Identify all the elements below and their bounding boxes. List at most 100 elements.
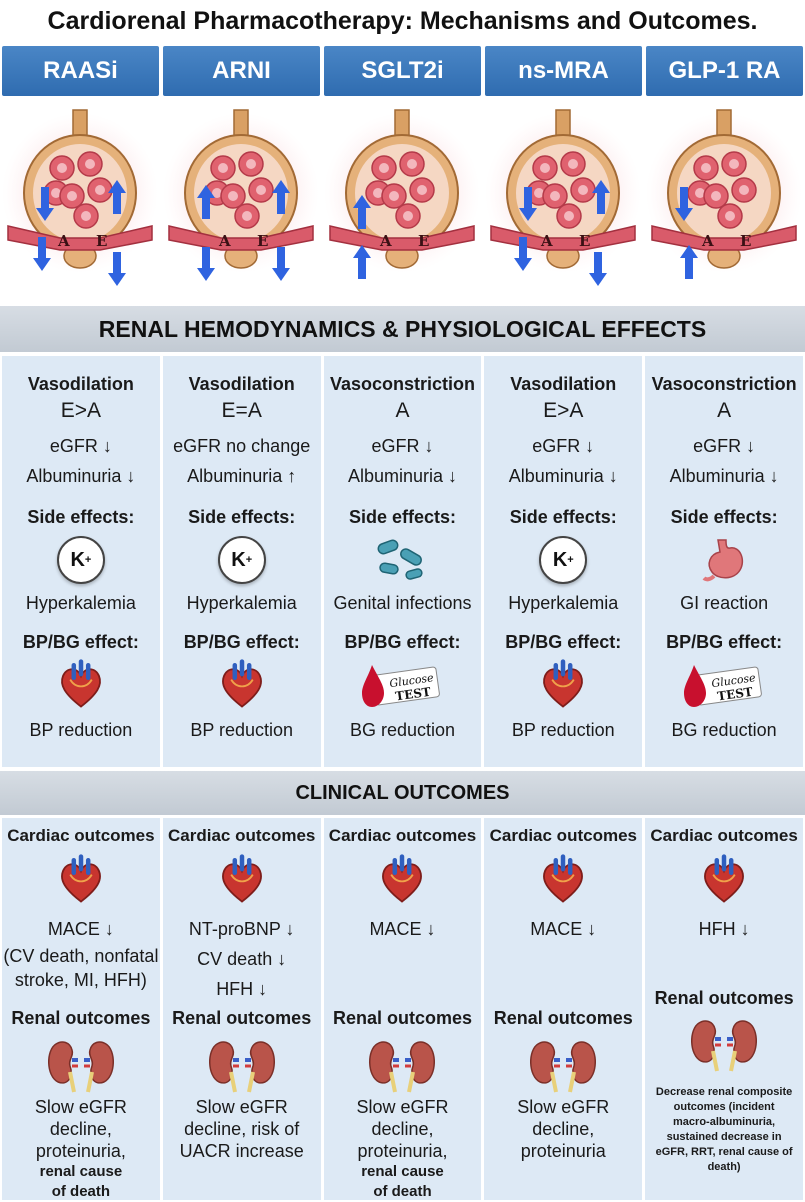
cardiac-outcomes-label: Cardiac outcomes <box>7 826 155 845</box>
egfr-effect: eGFR ↓ <box>532 436 595 456</box>
kidney-icon-box <box>689 1015 759 1073</box>
section-banner-outcomes: CLINICAL OUTCOMES <box>0 771 805 815</box>
bp-bg-icon-box <box>536 657 590 713</box>
kidney-icon-box <box>324 1036 482 1094</box>
renal-outcome-detail: death) <box>707 1161 741 1173</box>
arteriole-effect: A <box>395 399 410 422</box>
cardiac-outcomes-list: NT-proBNP ↓CV death ↓HFH ↓ <box>189 914 295 1004</box>
bp-bg-icon-box <box>54 657 108 713</box>
renal-outcomes-label: Renal outcomes <box>654 988 794 1008</box>
potassium-icon: K+ <box>217 536 266 584</box>
side-effect-icon-box: K+ <box>539 534 588 586</box>
side-effect-icon-box <box>700 534 748 586</box>
side-effect-text: Hyperkalemia <box>25 593 136 613</box>
test-text: TEST <box>716 685 753 704</box>
flow-arrow-icon <box>108 180 126 214</box>
renal-outcomes-label: Renal outcomes <box>11 1008 151 1028</box>
flow-arrow-icon <box>680 245 698 279</box>
potassium-symbol: K <box>231 548 246 571</box>
egfr-effect: eGFR ↓ <box>371 436 434 456</box>
side-effects-label: Side effects: <box>509 507 617 527</box>
potassium-icon: K+ <box>56 536 105 584</box>
flow-arrow-icon <box>197 247 215 281</box>
cardiac-outcomes-label: Cardiac outcomes <box>328 826 477 845</box>
potassium-symbol: K <box>70 548 85 571</box>
potassium-symbol: K <box>552 548 568 571</box>
arteriole-effect: E=A <box>221 399 262 422</box>
arteriole-effect: E>A <box>60 399 102 422</box>
renal-outcome-line: Slow eGFR <box>517 1097 610 1117</box>
afferent-label: A <box>379 232 392 250</box>
side-effects-label: Side effects: <box>27 507 135 527</box>
flow-arrow-icon <box>353 245 371 279</box>
side-effect-text: Genital infections <box>333 593 472 613</box>
flow-arrow-icon <box>514 237 532 271</box>
drug-header-glp1ra: GLP-1 RA <box>646 46 803 96</box>
flow-arrow-icon <box>592 180 610 214</box>
renal-outcome-line: proteinuria, <box>35 1141 126 1161</box>
cardiac-outcomes-list: MACE ↓ <box>369 914 435 944</box>
albuminuria-effect: Albuminuria ↓ <box>669 466 779 486</box>
flow-arrow-icon <box>197 185 215 219</box>
bp-bg-effect-text: BP reduction <box>511 720 615 740</box>
afferent-label: A <box>218 232 231 250</box>
heart-icon <box>221 854 262 903</box>
bp-bg-effect-label: BP/BG effect: <box>344 632 461 652</box>
flow-arrow-icon <box>36 187 54 221</box>
heart-icon <box>704 854 744 903</box>
kidney-icon-box <box>484 1036 642 1094</box>
bp-bg-icon-box <box>215 657 269 713</box>
heart-icon <box>221 659 262 708</box>
bp-bg-effect-label: BP/BG effect: <box>183 632 300 652</box>
heart-icon-box <box>697 852 751 908</box>
renal-outcome-detail: sustained decrease in <box>666 1131 782 1143</box>
drug-header-row: RAASi ARNI SGLT2i ns-MRA GLP-1 RA <box>0 46 805 96</box>
heart-icon <box>382 854 423 903</box>
renal-outcome-line: decline, <box>371 1119 434 1139</box>
renal-outcome-line: decline, <box>49 1119 112 1139</box>
flow-arrow-icon <box>675 187 693 221</box>
renal-outcome-detail: of death <box>373 1183 432 1200</box>
flow-arrow-icon <box>33 237 51 271</box>
bp-bg-effect-label: BP/BG effect: <box>666 632 783 652</box>
vascular-effect: Vasodilation <box>510 374 617 394</box>
test-text: TEST <box>395 685 432 704</box>
renal-outcome-detail: eGFR, RRT, renal cause of <box>655 1146 793 1158</box>
renal-outcome-line: Slow eGFR <box>195 1097 288 1117</box>
side-effect-icon-box: K+ <box>56 534 105 586</box>
renal-outcomes-label: Renal outcomes <box>172 1008 312 1028</box>
bp-bg-effect-text: BG reduction <box>349 720 456 740</box>
bp-bg-effect-text: BP reduction <box>190 720 294 740</box>
side-effects-label: Side effects: <box>348 507 457 527</box>
renal-outcome-line: Slow eGFR <box>356 1097 449 1117</box>
drug-header-ns-mra: ns-MRA <box>485 46 642 96</box>
arteriole-effect: E>A <box>543 399 584 422</box>
renal-outcome-detail: macro-albuminuria, <box>673 1116 776 1128</box>
glucose-text: Glucose <box>389 671 435 690</box>
side-effect-icon-box: K+ <box>217 534 266 586</box>
vascular-effect: Vasoconstriction <box>329 374 476 394</box>
bp-bg-effect-label: BP/BG effect: <box>22 632 139 652</box>
